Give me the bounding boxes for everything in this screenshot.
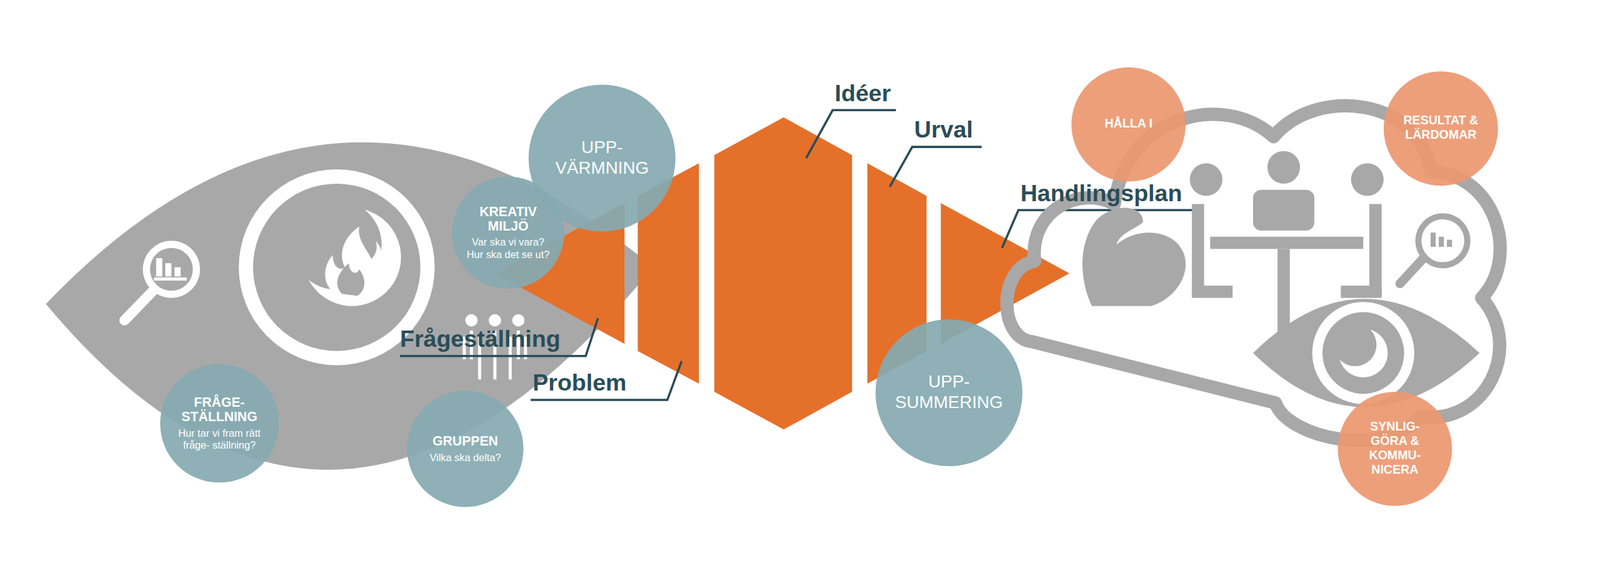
- circle-heading: HÅLLA I: [1082, 117, 1175, 132]
- bar: [1430, 232, 1436, 247]
- circle-text: FRÅGE- STÄLLNINGHur tar vi fram rätt frå…: [172, 395, 267, 452]
- follow-up-circle: SYNLIG- GÖRA & KOMMU- NICERA: [1337, 391, 1452, 507]
- step-label: Idéer: [835, 81, 892, 106]
- step-circle: UPP- VÄRMNING: [528, 85, 676, 232]
- ideas-slice: [714, 117, 852, 430]
- bar: [174, 267, 181, 277]
- step-label: Handlingsplan: [1020, 181, 1183, 206]
- step-circle: GRUPPENVilka ska delta?: [406, 390, 524, 507]
- leader-line: [890, 146, 982, 187]
- circle-text: HÅLLA I: [1082, 117, 1175, 132]
- leader-line: [530, 361, 682, 400]
- bar: [1438, 236, 1444, 247]
- leader-line: [400, 318, 599, 356]
- muscle-arm: [1082, 207, 1186, 306]
- circle-text: RESULTAT & LÄRDOMAR: [1395, 114, 1487, 143]
- circle-heading: KREATIV MILJÖ: [464, 204, 552, 235]
- circle-heading: GRUPPEN: [418, 434, 512, 450]
- circle-body: Var ska vi vara? Hur ska det se ut?: [464, 236, 552, 261]
- circle-text: UPP- VÄRMNING: [541, 138, 663, 179]
- circle-heading: FRÅGE- STÄLLNING: [172, 395, 267, 427]
- circle-text: KREATIV MILJÖVar ska vi vara? Hur ska de…: [464, 204, 552, 261]
- bar: [1446, 240, 1452, 247]
- magnifier-handle: [1400, 256, 1425, 284]
- pupil-shade: [1333, 323, 1377, 367]
- circle-text: GRUPPENVilka ska delta?: [418, 434, 512, 464]
- flame-core: [337, 263, 365, 296]
- circle-heading: RESULTAT & LÄRDOMAR: [1395, 114, 1487, 143]
- follow-up-circle: HÅLLA I: [1071, 67, 1186, 182]
- magnifier-glass: [150, 248, 194, 292]
- bar: [156, 258, 163, 277]
- circle-heading: SYNLIG- GÖRA & KOMMU- NICERA: [1359, 420, 1431, 477]
- magnifier-handle: [124, 290, 154, 320]
- bar-base: [154, 277, 187, 281]
- leader-line: [806, 110, 897, 159]
- step-label: Frågeställning: [400, 327, 561, 352]
- step-label: Problem: [532, 371, 627, 395]
- step-label: Urval: [914, 118, 974, 142]
- magnifier-lens: [1418, 216, 1467, 265]
- step-circle: FRÅGE- STÄLLNINGHur tar vi fram rätt frå…: [160, 365, 279, 483]
- step-circle: UPP- SUMMERING: [875, 319, 1023, 467]
- circle-body: Vilka ska delta?: [418, 451, 512, 464]
- bar: [165, 263, 172, 277]
- magnifier-lens: [143, 240, 200, 298]
- circle-heading: UPP- VÄRMNING: [541, 138, 663, 179]
- circle-text: SYNLIG- GÖRA & KOMMU- NICERA: [1359, 420, 1431, 477]
- iris-ring: [1312, 301, 1415, 404]
- circle-heading: UPP- SUMMERING: [887, 373, 1010, 414]
- follow-up-circle: RESULTAT & LÄRDOMAR: [1383, 71, 1499, 186]
- flame-icon: [325, 226, 384, 298]
- iris: [1322, 312, 1405, 395]
- circle-text: UPP- SUMMERING: [887, 373, 1010, 414]
- circle-body: Hur tar vi fram rätt fråge- ställning?: [172, 428, 267, 452]
- iris: [253, 183, 421, 352]
- eye-shape: [1253, 298, 1480, 407]
